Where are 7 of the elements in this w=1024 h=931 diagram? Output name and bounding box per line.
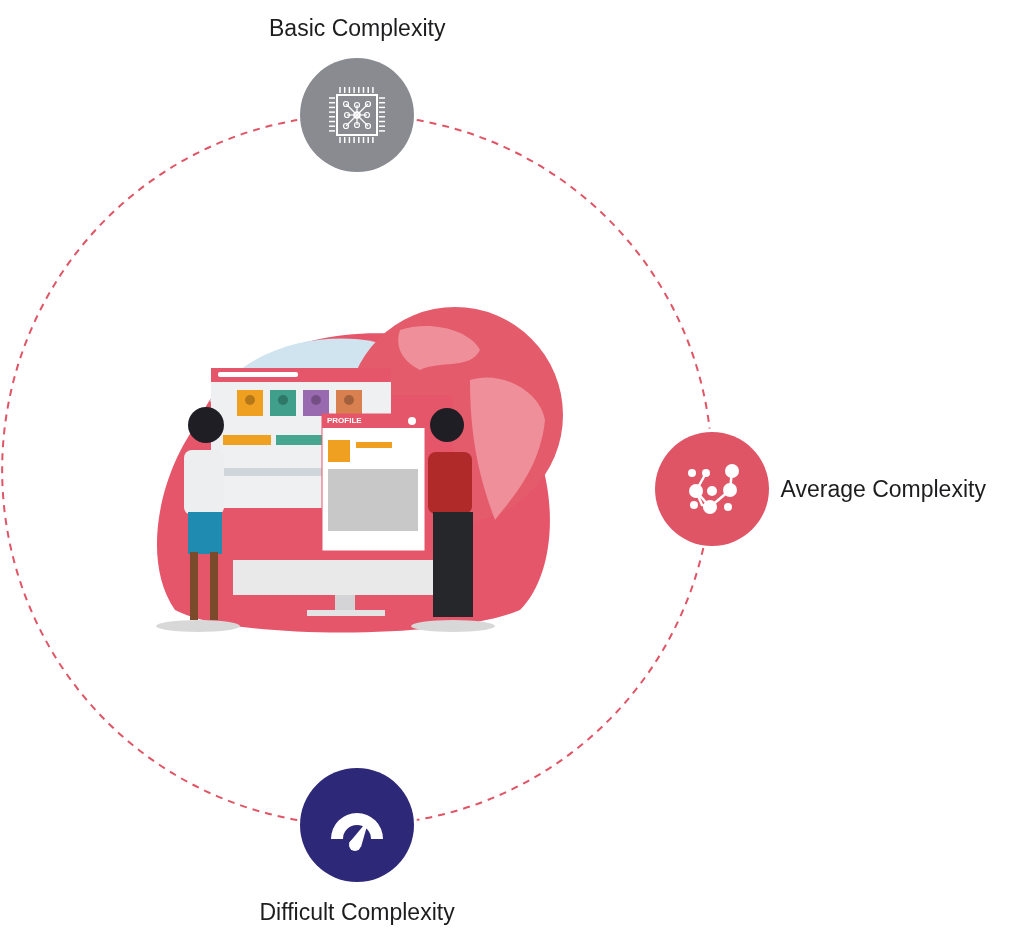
dashed-arc	[1, 119, 299, 821]
level-label: Average Complexity	[780, 474, 986, 503]
window-title: PROFILE	[327, 415, 362, 426]
level-label: Difficult Complexity	[259, 898, 455, 926]
dashed-arc	[415, 119, 711, 430]
dashed-arc	[415, 547, 705, 821]
level-label: Basic Complexity	[269, 14, 446, 42]
